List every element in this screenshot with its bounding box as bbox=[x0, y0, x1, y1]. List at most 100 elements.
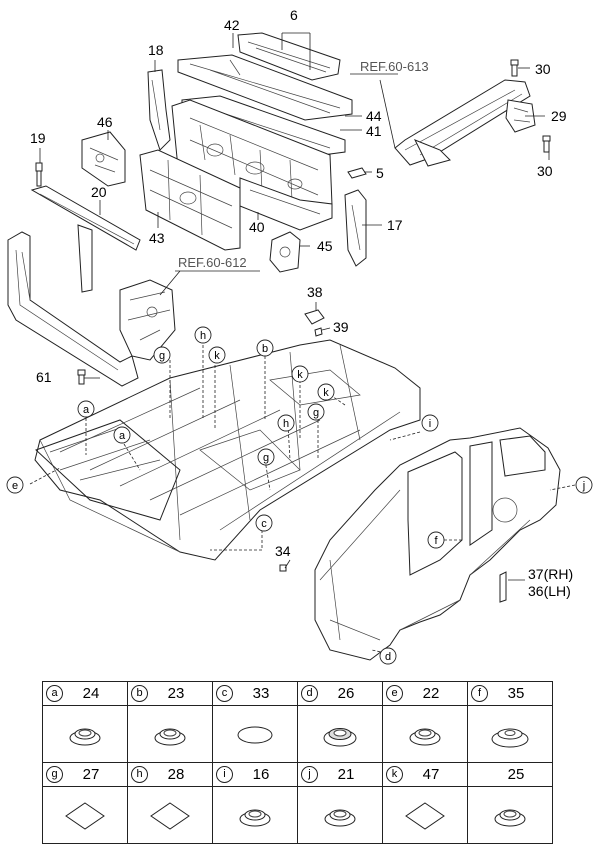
label-20: 20 bbox=[91, 184, 107, 200]
callout-a-2: a bbox=[113, 426, 131, 444]
legend-part-number: 47 bbox=[422, 766, 440, 783]
legend-cell-body bbox=[212, 705, 298, 763]
legend-part-oval-icon bbox=[213, 714, 297, 754]
label-5: 5 bbox=[376, 165, 384, 181]
legend-letter-b: b bbox=[131, 685, 148, 702]
legend-part-grommet-icon bbox=[298, 795, 382, 835]
label-44: 44 bbox=[366, 108, 382, 124]
radiator-upper-bar-20 bbox=[30, 185, 141, 251]
legend-part-grommet-icon bbox=[213, 795, 297, 835]
bolt-19 bbox=[35, 162, 43, 187]
legend-cell-body bbox=[297, 786, 383, 844]
svg-text:h: h bbox=[283, 418, 289, 430]
svg-text:k: k bbox=[297, 369, 303, 381]
label-46: 46 bbox=[97, 114, 113, 130]
legend-cell-head: j 21 bbox=[297, 762, 383, 787]
legend-cell-head: g 27 bbox=[42, 762, 128, 787]
side-member-assembly bbox=[394, 79, 536, 167]
svg-text:g: g bbox=[159, 350, 165, 362]
legend-part-number: 21 bbox=[337, 766, 355, 783]
legend-part-grommet-wide-icon bbox=[468, 714, 552, 754]
legend-part-number: 33 bbox=[252, 685, 270, 702]
legend-part-number: 23 bbox=[167, 685, 185, 702]
bolt-30-upper bbox=[510, 59, 519, 77]
svg-text:c: c bbox=[261, 518, 267, 530]
callout-k-1: k bbox=[208, 346, 226, 364]
legend-cell-head: h 28 bbox=[127, 762, 213, 787]
legend-part-diamond-icon bbox=[383, 795, 467, 835]
legend-letter-j: j bbox=[301, 766, 318, 783]
clip-34 bbox=[279, 564, 287, 572]
legend-part-number: 24 bbox=[82, 685, 100, 702]
callout-h-2: h bbox=[277, 414, 295, 432]
legend-letter-f: f bbox=[471, 685, 488, 702]
front-end-module bbox=[7, 224, 176, 387]
legend-cell-body bbox=[127, 705, 213, 763]
legend-part-number: 25 bbox=[507, 766, 525, 783]
bracket-38 bbox=[304, 309, 325, 325]
legend-letter-k: k bbox=[386, 766, 403, 783]
svg-text:d: d bbox=[385, 651, 391, 663]
legend-part-number: 27 bbox=[82, 766, 100, 783]
legend-part-grommet-icon bbox=[43, 714, 127, 754]
label-36-lh: 36(LH) bbox=[528, 583, 571, 599]
legend-letter-e: e bbox=[386, 685, 403, 702]
svg-text:g: g bbox=[263, 452, 269, 464]
callout-e: e bbox=[6, 476, 24, 494]
label-61: 61 bbox=[36, 369, 52, 385]
legend-cell-body bbox=[297, 705, 383, 763]
svg-text:k: k bbox=[214, 350, 220, 362]
bolt-61 bbox=[77, 369, 86, 385]
label-17: 17 bbox=[387, 217, 403, 233]
legend-letter-a: a bbox=[46, 685, 63, 702]
svg-text:i: i bbox=[429, 418, 431, 430]
legend-part-number: 16 bbox=[252, 766, 270, 783]
legend-letter-h: h bbox=[131, 766, 148, 783]
legend-cell-body bbox=[467, 705, 553, 763]
callout-g-1: g bbox=[153, 346, 171, 364]
callout-k-3: k bbox=[317, 383, 335, 401]
svg-text:k: k bbox=[323, 387, 329, 399]
callout-h-1: h bbox=[194, 326, 212, 344]
svg-text:j: j bbox=[582, 480, 585, 492]
legend-cell-body bbox=[212, 786, 298, 844]
label-19: 19 bbox=[30, 130, 46, 146]
legend-cell-head: c 33 bbox=[212, 681, 298, 706]
label-34: 34 bbox=[275, 543, 291, 559]
svg-text:h: h bbox=[200, 330, 206, 342]
callout-c: c bbox=[255, 514, 273, 532]
legend-part-grommet-large-icon bbox=[298, 714, 382, 754]
legend-cell-body bbox=[42, 786, 128, 844]
legend-cell-head: k 47 bbox=[382, 762, 468, 787]
dash-panel-lower bbox=[139, 149, 241, 251]
label-40: 40 bbox=[249, 219, 265, 235]
bolt-39 bbox=[314, 327, 323, 337]
label-30-upper: 30 bbox=[535, 61, 551, 77]
legend-cell-body bbox=[382, 786, 468, 844]
label-18: 18 bbox=[148, 42, 164, 58]
label-42: 42 bbox=[224, 17, 240, 33]
dash-insulator bbox=[239, 177, 333, 231]
legend-part-number: 28 bbox=[167, 766, 185, 783]
pillar-bracket-17 bbox=[344, 189, 367, 267]
callout-g-3: g bbox=[257, 448, 275, 466]
label-29: 29 bbox=[551, 108, 567, 124]
legend-cell-body bbox=[467, 786, 553, 844]
legend-letter-g: g bbox=[46, 766, 63, 783]
legend-part-number: 35 bbox=[507, 685, 525, 702]
legend-cell-body bbox=[42, 705, 128, 763]
legend-part-grommet-icon bbox=[128, 714, 212, 754]
label-43: 43 bbox=[149, 230, 165, 246]
label-38: 38 bbox=[307, 284, 323, 300]
bolt-30-lower bbox=[542, 135, 551, 153]
label-6: 6 bbox=[290, 7, 298, 23]
label-41: 41 bbox=[366, 123, 382, 139]
label-39: 39 bbox=[333, 319, 349, 335]
legend-cell-body bbox=[382, 705, 468, 763]
legend-letter-c: c bbox=[216, 685, 233, 702]
